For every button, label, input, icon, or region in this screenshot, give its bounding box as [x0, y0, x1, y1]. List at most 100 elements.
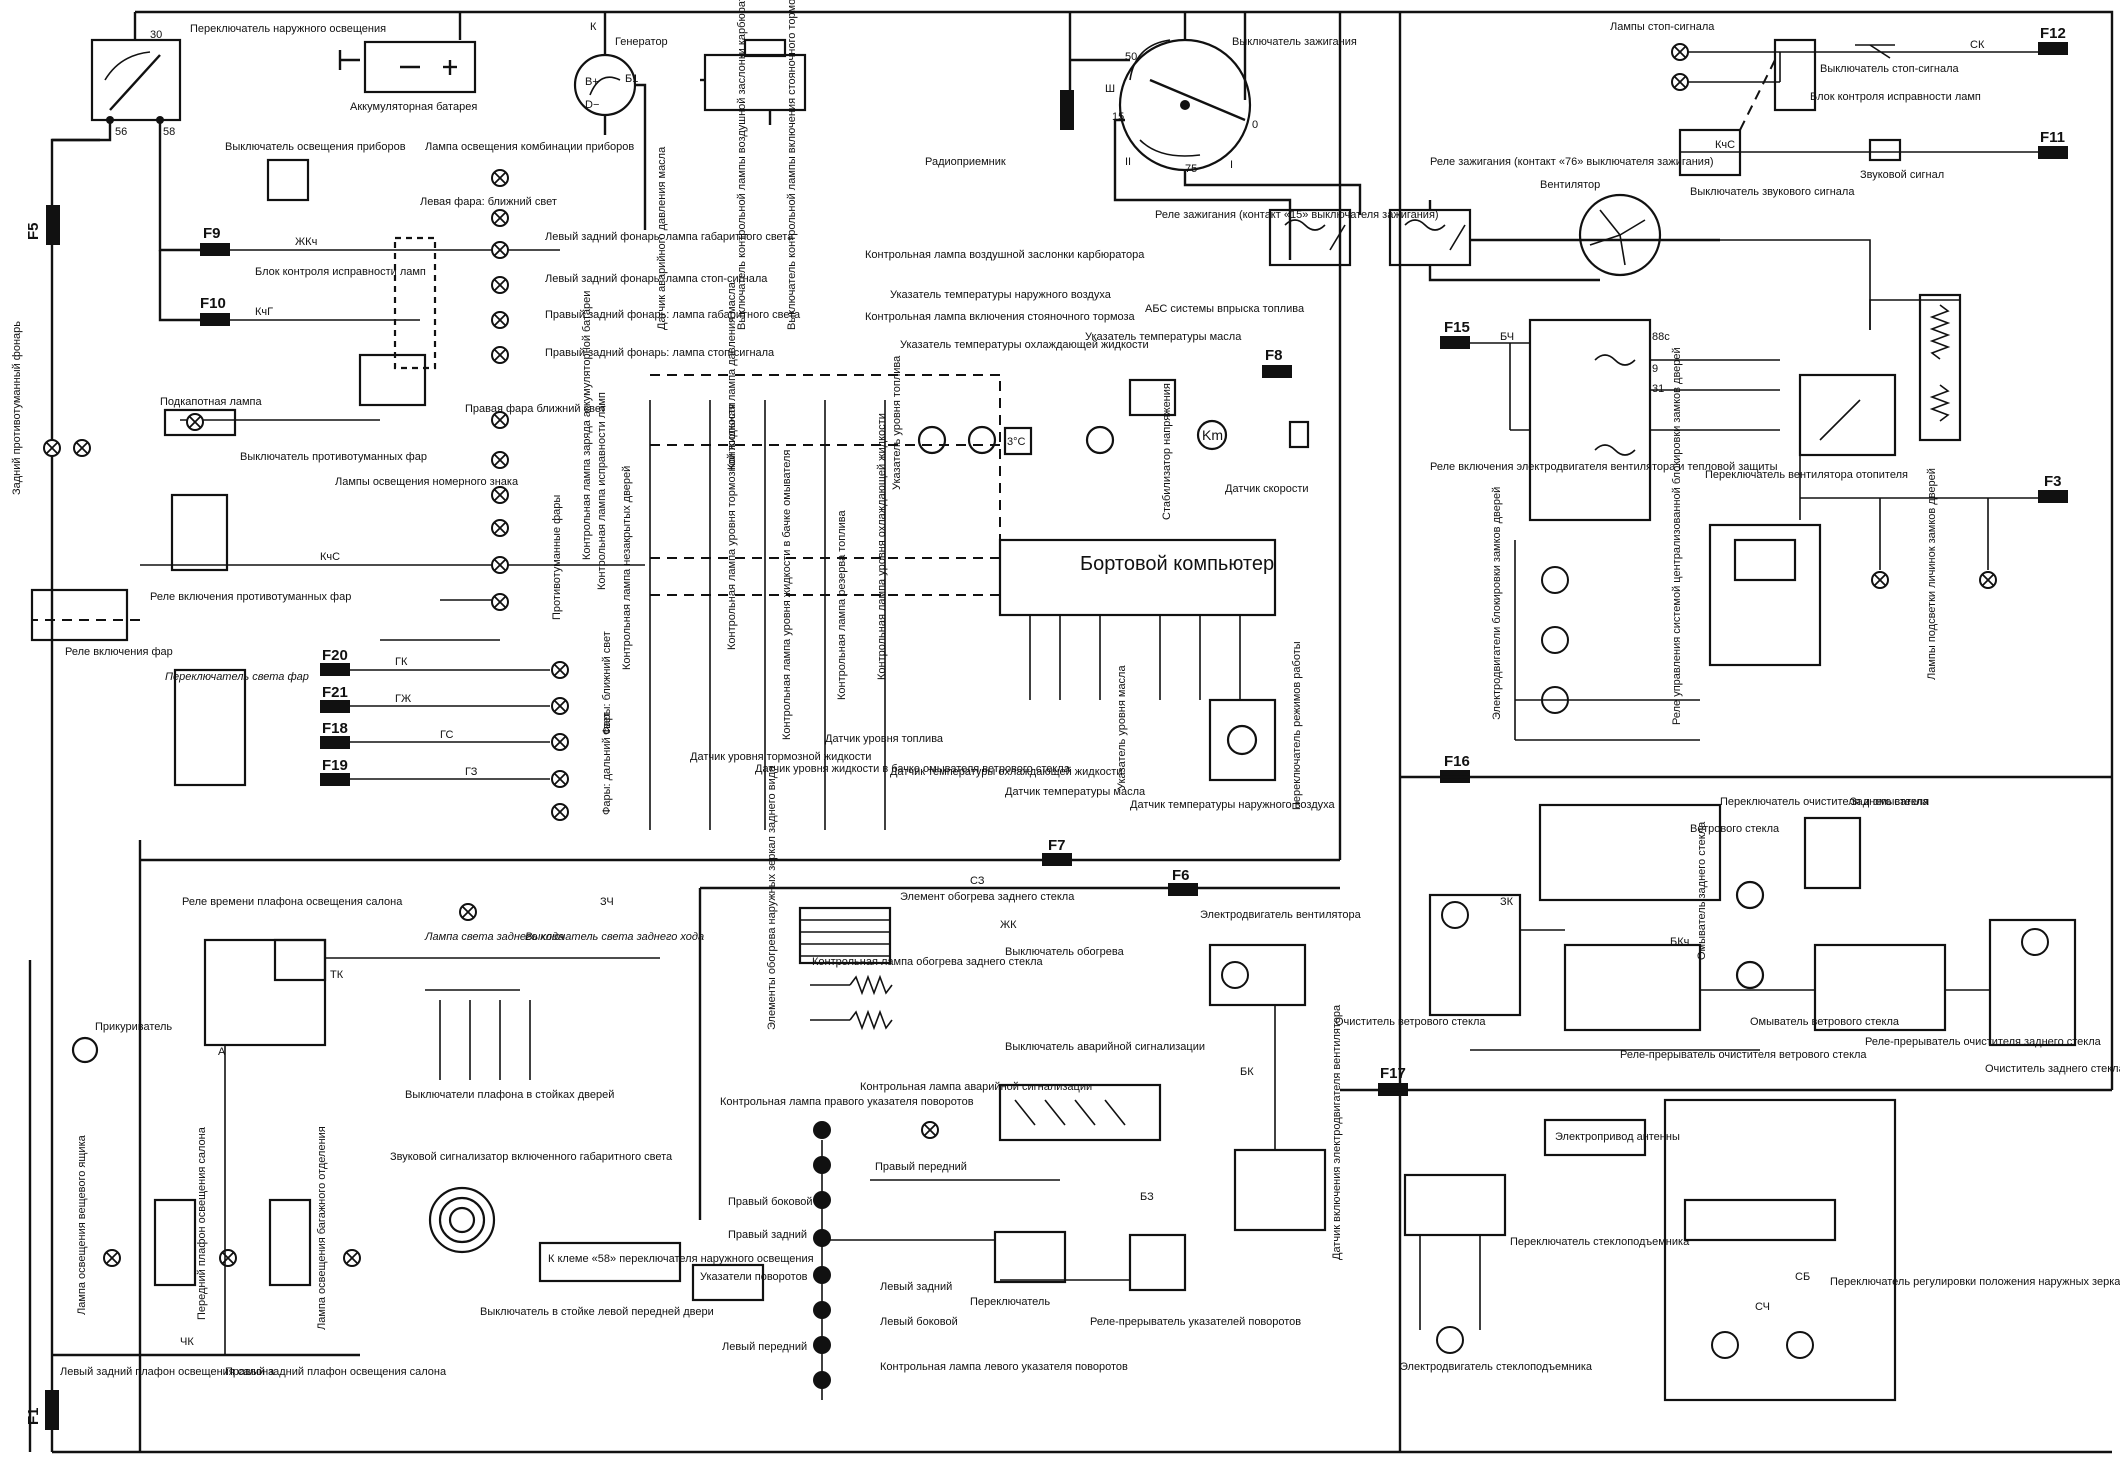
label-windshield: Ветрового стекла [1690, 823, 1780, 835]
label-lock-lamps: Лампы подсветки личинок замков дверей [1926, 468, 1938, 680]
terminal: I [1230, 159, 1233, 171]
lamp-right-stop [491, 346, 509, 364]
label-fuel-reserve-lamp: Контрольная лампа резерва топлива [836, 509, 848, 700]
lamp-low-2 [551, 697, 569, 715]
label-coolant-temp: Указатель температуры охлаждающей жидкос… [900, 339, 1149, 351]
terminal: ТК [330, 969, 344, 981]
lamp-rear-fog-2 [73, 439, 91, 457]
label-outside-temp: Указатель температуры наружного воздуха [890, 289, 1112, 301]
fuse-label-f11: F11 [2040, 129, 2065, 146]
label-voltage-stabilizer: Стабилизатор напряжения [1161, 383, 1173, 520]
label-windshield-washer: Омыватель ветрового стекла [1750, 1016, 1900, 1028]
lamp-high-3 [551, 803, 569, 821]
label-oil-pressure-sensor: Датчик аварийного давления масла [656, 146, 668, 330]
label-right-low: Правая фара ближний свет [465, 403, 606, 415]
label-lamp-control-unit: Блок контроля исправности ламп [1810, 91, 1981, 103]
fuse-f8 [1262, 365, 1292, 378]
label-reverse-lamp: Лампа света заднего хода [424, 931, 564, 943]
label-rear-defrost: Элемент обогрева заднего стекла [900, 891, 1075, 903]
label-fog-switch: Выключатель противотуманных фар [240, 451, 427, 463]
lamp-instrument [491, 169, 509, 187]
wire-code: ЧК [180, 1336, 194, 1348]
wire-code: БЧ [1500, 331, 1514, 343]
label-plate-lamps: Лампы освещения номерного знака [335, 476, 519, 488]
label-trunk: Лампа освещения багажного отделения [316, 1126, 328, 1330]
terminal: 31 [1652, 383, 1664, 395]
lamp-low-1 [551, 661, 569, 679]
label-fan-temp-sensor: Датчик включения электродвигателя вентил… [1331, 1004, 1343, 1260]
label-hazard-lamp: Контрольная лампа аварийной сигнализации [860, 1081, 1092, 1093]
label-brake-level-lamp: Контрольная лампа уровня тормозной жидко… [726, 402, 738, 650]
fuse-label-f7: F7 [1048, 837, 1066, 854]
label-washer-level: Датчик уровня жидкости в бачке омывателя… [755, 763, 1071, 775]
label-turn-relay: Реле-прерыватель указателей поворотов [1090, 1316, 1301, 1328]
stop-horn-area [1678, 38, 2038, 177]
label-fog-lamps: Противотуманные фары [551, 495, 563, 620]
label-fog-relay: Реле включения противотуманных фар [150, 591, 351, 603]
wire-code: ГК [395, 656, 408, 668]
turn-lamps [813, 1121, 831, 1389]
label-left-rear-stop: Левый задний фонарь: лампа стоп-сигнала [545, 273, 768, 285]
label-washer-level-lamp: Контрольная лампа уровня жидкости в бачк… [781, 450, 793, 740]
label-stop-switch: Выключатель стоп-сигнала [1820, 63, 1960, 75]
fuse-label-f21: F21 [322, 684, 348, 701]
label-stop-lamps: Лампы стоп-сигнала [1610, 21, 1715, 33]
wire-code: БК [1240, 1066, 1254, 1078]
label-left-front: Левый передний [722, 1341, 807, 1353]
lamp-left-low [491, 209, 509, 227]
fan-motor [1221, 961, 1249, 989]
lamp-reverse [459, 903, 477, 921]
label-left-rear: Левый задний [880, 1281, 952, 1293]
label-fuel-gauge: Указатель уровня топлива [891, 355, 903, 490]
label-horn: Звуковой сигнал [1860, 169, 1944, 181]
lamp-stop-2 [1671, 73, 1689, 91]
label-buzzer: Звуковой сигнализатор включенного габари… [390, 1151, 673, 1163]
lamp-right-marker [491, 311, 509, 329]
ignition-switch [1070, 12, 1362, 260]
fuse-f21 [320, 700, 350, 713]
lamp-left-stop [491, 276, 509, 294]
terminal: 0 [1252, 119, 1258, 131]
fuse-label-f8: F8 [1265, 347, 1283, 364]
fuse-f6 [1168, 883, 1198, 896]
lamp-front-interior [219, 1249, 237, 1267]
label-oil-temp-gauge: Указатель температуры масла [1085, 331, 1242, 343]
label-left-turn-lamp: Контрольная лампа левого указателя повор… [880, 1361, 1128, 1373]
label-right-rear: Правый задний [728, 1229, 807, 1241]
label-rear-wiper: Очиститель заднего стекла [1985, 1063, 2120, 1075]
fuse-label-f6: F6 [1172, 867, 1190, 884]
fuse-f10 [200, 313, 230, 326]
symbol-km: Km [1202, 427, 1223, 443]
lock-motor-2 [1541, 626, 1569, 654]
label-rear-fog: Задний противотуманный фонарь [11, 321, 23, 495]
label-coolant-level-lamp: Контрольная лампа уровня охлаждающей жид… [876, 413, 888, 680]
wire-code: СЗ [970, 875, 985, 887]
fuse-f7 [1042, 853, 1072, 866]
wire-code: ЗК [1500, 896, 1514, 908]
label-left-rear-marker: Левый задний фонарь: лампа габаритного с… [545, 231, 794, 243]
label-glovebox: Лампа освещения вещевого ящика [76, 1134, 88, 1315]
fuse-label-f20: F20 [322, 647, 348, 664]
label-interior-timer: Реле времени плафона освещения салона [182, 896, 403, 908]
main-buses [28, 10, 2114, 1454]
lamp-plate-2 [491, 486, 509, 504]
fuse-label-f10: F10 [200, 295, 226, 312]
label-hazard-switch: Выключатель аварийной сигнализации [1005, 1041, 1205, 1053]
label-rear-wiper-relay: Реле-прерыватель очистителя заднего стек… [1865, 1036, 2102, 1048]
label-oil-pressure-lamp: Контрольная лампа давления масла [726, 281, 738, 470]
wiper-area [1400, 775, 2112, 1051]
label-right-turn-lamp: Контрольная лампа правого указателя пово… [720, 1096, 974, 1108]
label-coolant-sensor: Датчик температуры охлаждающей жидкости [890, 766, 1122, 778]
label-left-low: Левая фара: ближний свет [420, 196, 557, 208]
label-parking-switch: Выключатель контрольной лампы включения … [786, 0, 798, 330]
label-outside-sensor: Датчик температуры наружного воздуха [1130, 799, 1336, 811]
label-to-clamp-58: К клеме «58» переключателя наружного осв… [548, 1253, 814, 1265]
fuse-label-f17: F17 [1380, 1065, 1406, 1082]
terminal: Б1 [625, 73, 638, 85]
label-horn-switch: Выключатель звукового сигнала [1690, 186, 1855, 198]
fuse-label-f5: F5 [25, 222, 42, 240]
fuse-label-f12: F12 [2040, 25, 2066, 42]
label-choke-lamp: Контрольная лампа воздушной заслонки кар… [865, 249, 1145, 261]
label-right-side: Правый боковой [728, 1196, 813, 1208]
